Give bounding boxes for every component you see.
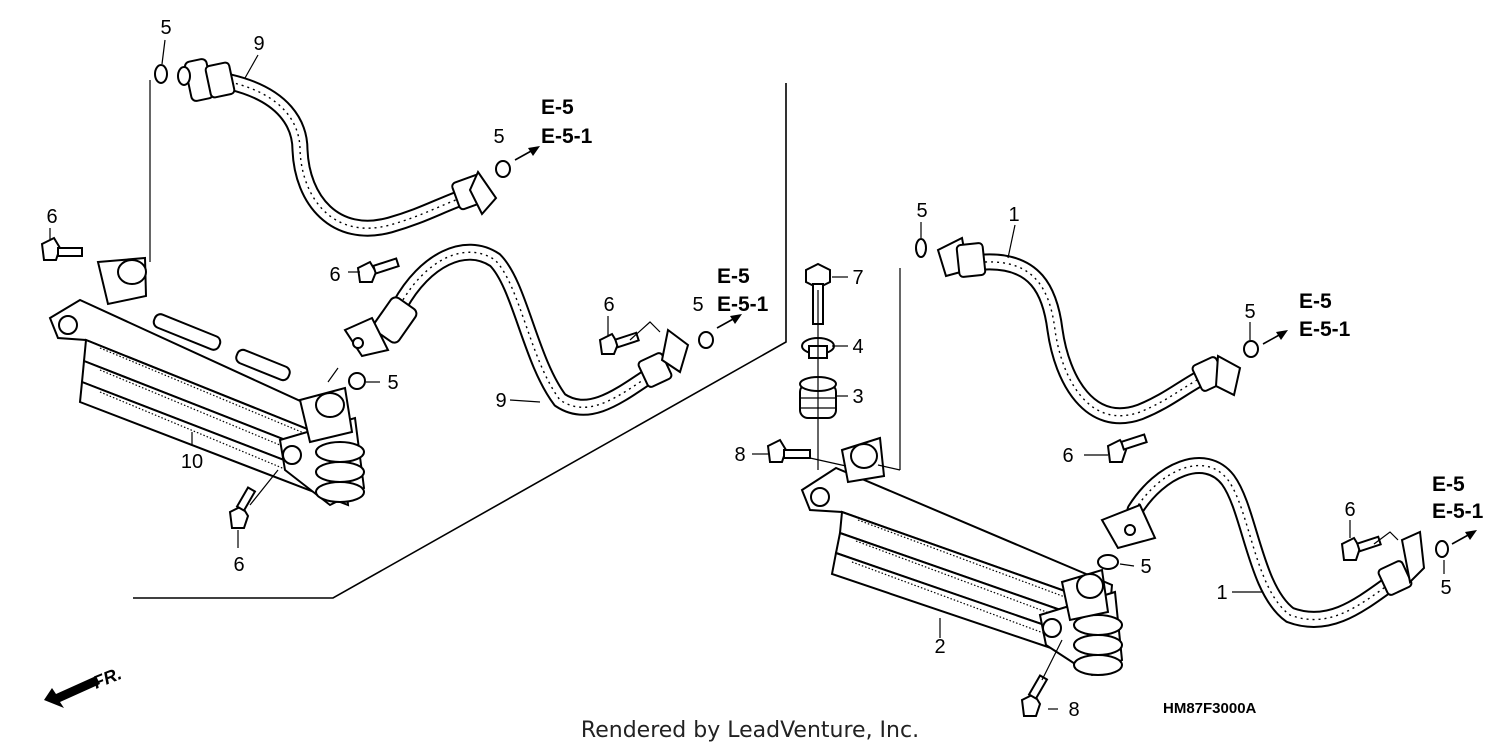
bolt-6-hose[interactable] <box>598 331 640 355</box>
ref-arrow-b <box>716 314 742 329</box>
ref-a-e51: E-5-1 <box>541 125 593 148</box>
washer-5-fitting[interactable] <box>348 372 366 390</box>
callout-6-bottom: 6 <box>233 554 244 576</box>
front-marker: FR. <box>90 663 124 692</box>
callout-6-right-low: 6 <box>1344 499 1355 521</box>
diagram-code: HM87F3000A <box>1163 700 1257 717</box>
callout-5-right-lower: 5 <box>1140 556 1151 578</box>
washer-5-top[interactable] <box>154 64 168 84</box>
ref-c-e5: E-5 <box>1299 290 1332 313</box>
oil-cooler-right[interactable] <box>800 436 1124 677</box>
leader-lines-right <box>752 222 1445 710</box>
callout-5-fitting: 5 <box>387 372 398 394</box>
callout-6-right-mid: 6 <box>1062 445 1073 467</box>
bolt-6-center[interactable] <box>356 257 400 283</box>
ref-b-e51: E-5-1 <box>717 293 769 316</box>
callout-2: 2 <box>934 636 945 658</box>
callout-1-low: 1 <box>1216 582 1227 604</box>
ref-arrow-a <box>514 146 540 161</box>
callout-5-hose: 5 <box>692 294 703 316</box>
callout-5-right-upper: 5 <box>1244 301 1255 323</box>
bolt-8-left[interactable] <box>766 438 811 463</box>
credit-line: Rendered by LeadVenture, Inc. <box>581 718 919 743</box>
ref-b-e5: E-5 <box>717 265 750 288</box>
callout-8-bottom: 8 <box>1068 699 1079 721</box>
ref-d-e51: E-5-1 <box>1432 500 1484 523</box>
washer-5-mid[interactable] <box>495 160 511 178</box>
callout-8-left: 8 <box>734 444 745 466</box>
callout-6-hose: 6 <box>603 294 614 316</box>
ref-arrow-d <box>1451 530 1477 545</box>
oil-cooler-left[interactable] <box>48 256 366 507</box>
ref-c-e51: E-5-1 <box>1299 318 1351 341</box>
callout-6-center: 6 <box>329 264 340 286</box>
ref-arrow-c <box>1262 330 1288 345</box>
ref-a-e5: E-5 <box>541 96 574 119</box>
front-direction-arrow-icon <box>44 676 100 708</box>
callout-9-low: 9 <box>495 390 506 412</box>
callout-5-right-top: 5 <box>916 200 927 222</box>
callout-6-left: 6 <box>46 206 57 228</box>
bolt-6-bottom[interactable] <box>228 486 257 529</box>
washer-5-right-lower[interactable] <box>1097 554 1119 570</box>
callout-4: 4 <box>852 336 863 358</box>
washer-5-hose[interactable] <box>698 331 714 349</box>
bolt-6-right-mid[interactable] <box>1106 433 1148 463</box>
callout-10: 10 <box>181 451 203 473</box>
callout-3: 3 <box>852 386 863 408</box>
assembly-divider-line <box>133 83 787 599</box>
oil-hose-upper-right[interactable] <box>936 236 1242 425</box>
bolt-6-left[interactable] <box>40 236 83 261</box>
callout-1-top: 1 <box>1008 204 1019 226</box>
ref-d-e5: E-5 <box>1432 473 1465 496</box>
callout-5-top: 5 <box>160 17 171 39</box>
washer-5-right-upper[interactable] <box>1243 340 1259 358</box>
leader-lines-left <box>49 39 661 548</box>
oil-hose-upper-left[interactable] <box>177 58 498 237</box>
callout-5-mid: 5 <box>493 126 504 148</box>
oil-hose-lower-left[interactable] <box>343 243 690 416</box>
washer-5-right-top[interactable] <box>915 238 927 258</box>
bolt-6-right-low[interactable] <box>1340 535 1382 561</box>
oil-hose-lower-right[interactable] <box>1100 457 1426 628</box>
callout-7: 7 <box>852 267 863 289</box>
callout-5-right-side: 5 <box>1440 577 1451 599</box>
washer-5-right-side[interactable] <box>1435 540 1449 558</box>
callout-9-top: 9 <box>253 33 264 55</box>
bolt-8-bottom[interactable] <box>1020 674 1049 717</box>
